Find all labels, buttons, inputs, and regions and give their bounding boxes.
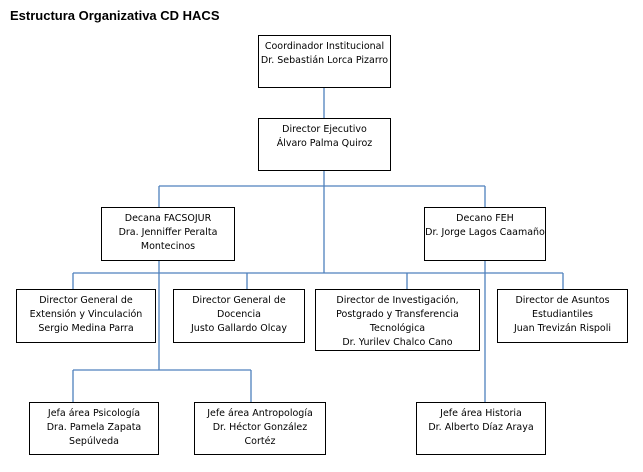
node-person: Cortéz	[244, 436, 276, 447]
node-role: Director General de	[192, 295, 286, 306]
node-coordinador-institucional: Coordinador Institucional Dr. Sebastián …	[258, 35, 391, 88]
node-role: Director de Investigación,	[336, 295, 459, 306]
node-role: Decana FACSOJUR	[124, 213, 212, 224]
node-role: Extensión y Vinculación	[29, 309, 143, 320]
node-person: Dra. Pamela Zapata	[46, 422, 142, 433]
node-jefe-historia: Jefe área Historia Dr. Alberto Díaz Aray…	[416, 402, 546, 455]
node-role: Director de Asuntos	[515, 295, 610, 306]
node-role: Jefe área Antropología	[207, 408, 313, 419]
node-person: Juan Trevizán Rispoli	[513, 323, 612, 334]
node-decano-feh: Decano FEH Dr. Jorge Lagos Caamaño	[424, 207, 546, 261]
node-director-extension: Director General de Extensión y Vinculac…	[16, 289, 156, 343]
node-director-ejecutivo: Director Ejecutivo Álvaro Palma Quiroz	[258, 118, 391, 171]
node-jefa-psicologia: Jefa área Psicología Dra. Pamela Zapata …	[29, 402, 159, 455]
chart-title: Estructura Organizativa CD HACS	[10, 8, 220, 23]
node-role: Director General de	[39, 295, 133, 306]
node-role: Decano FEH	[456, 213, 514, 224]
node-person: Dr. Héctor González	[212, 422, 308, 433]
node-role: Docencia	[217, 309, 261, 320]
node-person: Sepúlveda	[69, 436, 119, 447]
node-role: Tecnológica	[369, 323, 426, 334]
node-person: Justo Gallardo Olcay	[191, 323, 287, 334]
node-person: Dr. Jorge Lagos Caamaño	[425, 227, 545, 238]
node-director-investigacion: Director de Investigación, Postgrado y T…	[315, 289, 480, 351]
node-decana-facsojur: Decana FACSOJUR Dra. Jenniffer Peralta M…	[101, 207, 235, 261]
node-person: Dr. Yurilev Chalco Cano	[342, 337, 453, 348]
node-role: Estudiantiles	[531, 309, 593, 320]
node-director-docencia: Director General de Docencia Justo Galla…	[173, 289, 305, 343]
node-role: Postgrado y Transferencia	[336, 309, 459, 320]
node-role: Director Ejecutivo	[282, 124, 367, 135]
node-person: Sergio Medina Parra	[38, 323, 134, 334]
node-role: Coordinador Institucional	[264, 41, 385, 52]
node-person: Dr. Alberto Díaz Araya	[428, 422, 534, 433]
node-role: Jefe área Historia	[440, 408, 522, 419]
node-director-asuntos-estudiantiles: Director de Asuntos Estudiantiles Juan T…	[497, 289, 628, 343]
node-role: Jefa área Psicología	[47, 408, 141, 419]
node-person: Dra. Jenniffer Peralta	[118, 227, 218, 238]
node-jefe-antropologia: Jefe área Antropología Dr. Héctor Gonzál…	[194, 402, 326, 455]
node-person: Montecinos	[140, 241, 196, 252]
node-person: Álvaro Palma Quiroz	[276, 138, 373, 149]
node-person: Dr. Sebastián Lorca Pizarro	[260, 55, 389, 66]
